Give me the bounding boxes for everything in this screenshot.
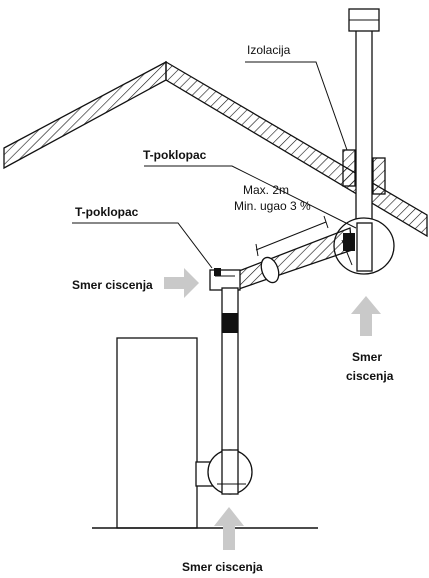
- arrow-right-icon: [164, 268, 199, 298]
- label-smer-bottom: Smer ciscenja: [182, 560, 263, 574]
- down-pipe: [221, 287, 239, 457]
- sloped-connector: [225, 227, 353, 293]
- lower-t-fitting: [195, 449, 253, 495]
- left-t-fitting: [209, 268, 241, 291]
- label-izolacija: Izolacija: [247, 43, 291, 57]
- label-max-length: Max. 2m: [243, 183, 289, 197]
- length-dimension: [255, 215, 329, 257]
- arrow-up-icon: [214, 507, 244, 550]
- label-smer-right-1: Smer: [352, 350, 382, 364]
- stove-body: [116, 337, 198, 529]
- cleaning-arrows: [164, 268, 381, 550]
- arrow-up-icon: [351, 296, 381, 336]
- leader-lines: [72, 61, 357, 269]
- label-t-poklopac-left: T-poklopac: [75, 205, 139, 219]
- label-smer-right-2: ciscenja: [346, 369, 394, 383]
- label-smer-left: Smer ciscenja: [72, 278, 153, 292]
- label-min-angle: Min. ugao 3 %: [234, 199, 311, 213]
- chimney-pipe: [342, 8, 386, 225]
- label-t-poklopac-top: T-poklopac: [143, 148, 207, 162]
